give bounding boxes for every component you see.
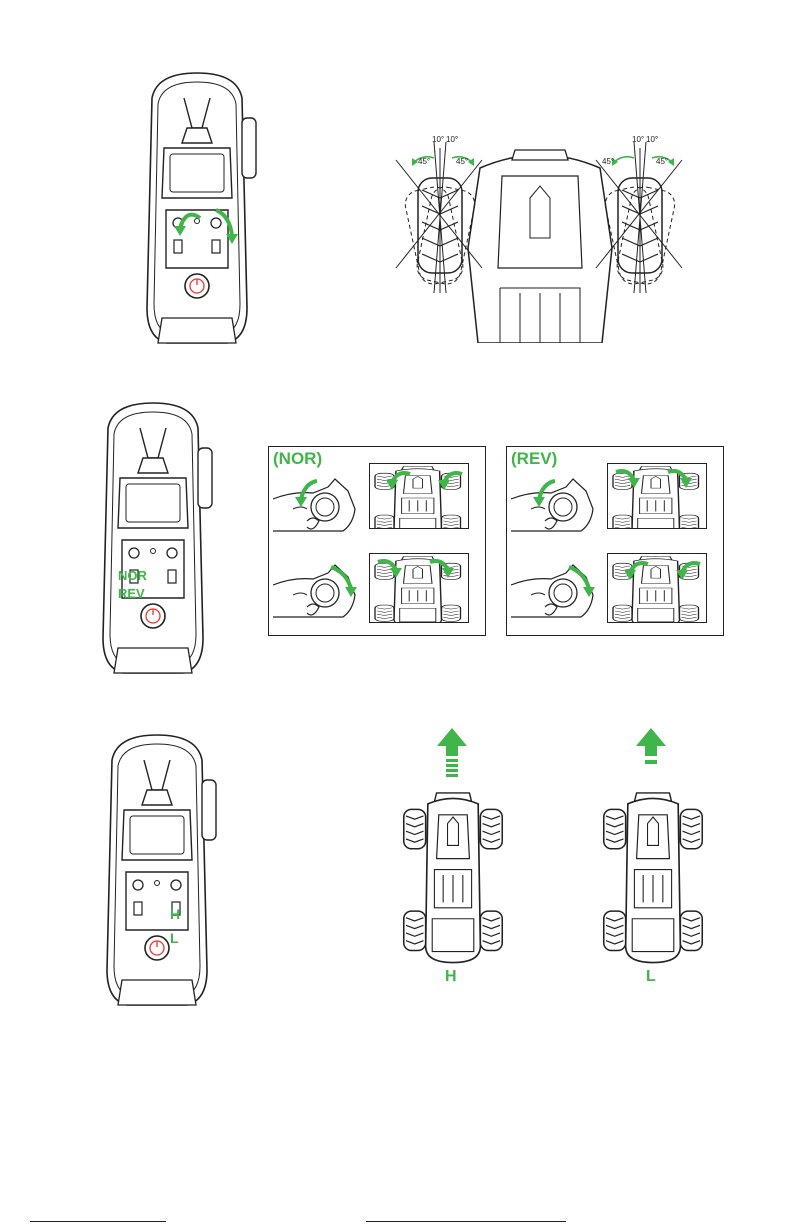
rev-car-top — [607, 463, 707, 529]
angle-left-outer-b: 45° — [456, 157, 468, 166]
footer-rule-right — [366, 1221, 566, 1222]
angle-right-inner-a: 10° — [632, 135, 644, 144]
angle-left-inner-a: 10° — [432, 135, 444, 144]
panel-rev: (REV) — [506, 446, 724, 636]
footer-rule-left — [30, 1221, 166, 1222]
panel-rev-title: (REV) — [511, 449, 557, 469]
nor-car-top — [369, 463, 469, 529]
angle-right-outer-b: 45° — [656, 157, 668, 166]
car-top-low — [583, 782, 723, 968]
car-top-high — [383, 782, 523, 968]
panel-nor-title: (NOR) — [273, 449, 322, 469]
angle-left-inner-b: 10° — [446, 135, 458, 144]
car-label-h: H — [445, 968, 457, 986]
switch-label-l: L — [170, 930, 179, 946]
arrow-up-long — [437, 728, 467, 780]
steering-angle-diagram: 45° 10° 10° 45° 45° 10° 10° 45° — [390, 128, 690, 343]
arrow-up-short — [636, 728, 666, 770]
car-label-l: L — [646, 968, 656, 986]
switch-label-nor: NOR — [118, 568, 147, 583]
switch-label-rev: REV — [118, 586, 145, 601]
angle-left-outer: 45° — [418, 157, 430, 166]
panel-nor: (NOR) — [268, 446, 486, 636]
remote-steering-trim — [132, 68, 262, 358]
angle-right-inner-b: 10° — [646, 135, 658, 144]
rev-car-bottom — [607, 553, 707, 623]
nor-car-bottom — [369, 553, 469, 623]
angle-right-outer: 45° — [602, 157, 614, 166]
remote-speed-switch: H L — [92, 730, 222, 1020]
switch-label-h: H — [170, 906, 180, 922]
remote-reverse-switch: NOR REV — [88, 398, 218, 688]
